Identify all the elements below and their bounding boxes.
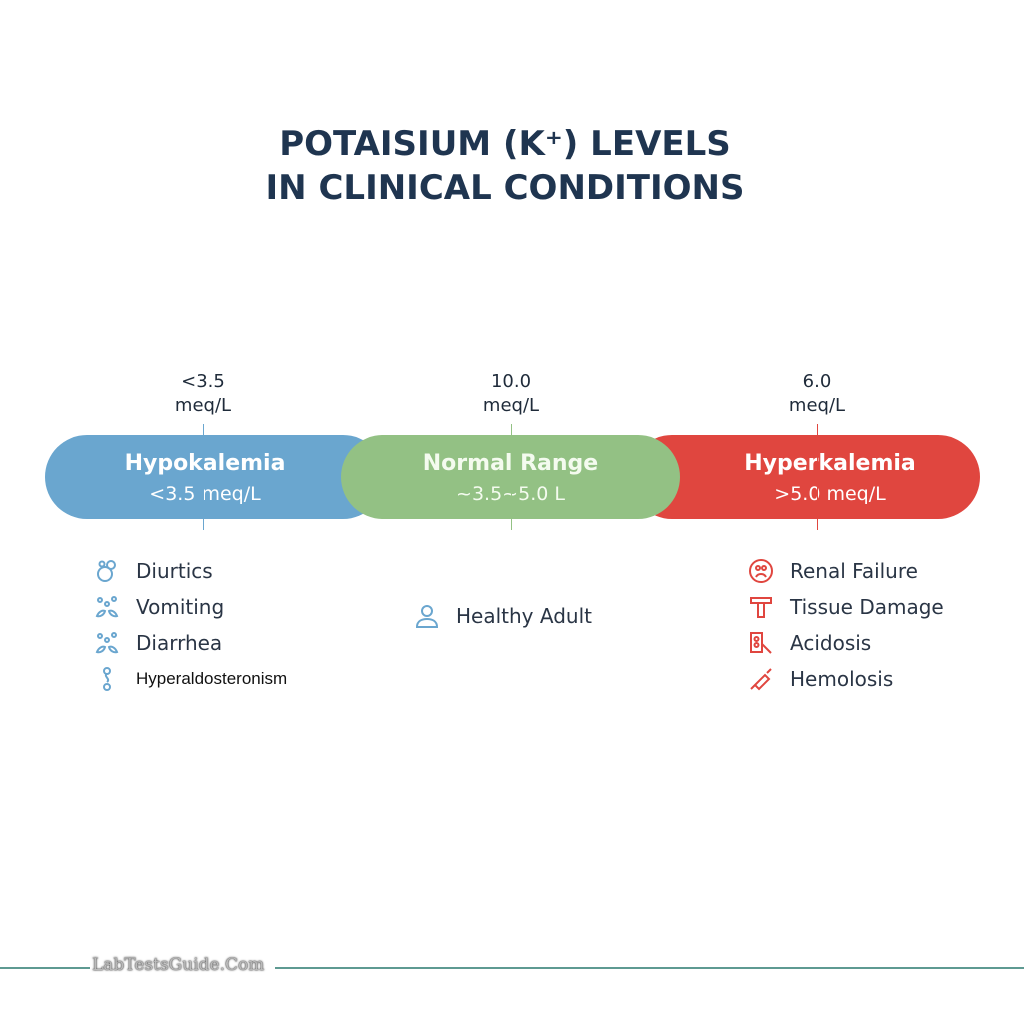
page-title: POTAISIUM (K⁺) LEVELS IN CLINICAL CONDIT… [0,122,1010,210]
list-item: Diarrhea [94,625,287,661]
tick-line-low [203,424,204,530]
tick-line-high [817,424,818,530]
normal-list: Healthy Adult [414,598,592,634]
kidney-face-icon [749,559,773,583]
segment-normal: Normal Range~3.5~5.0 L [341,435,680,519]
hypo-causes-list: Diurtics Vomiting Diarrhea Hyperaldoster… [94,553,287,697]
person-icon [415,605,439,628]
list-item: Acidosis [748,625,944,661]
footer-divider-right [275,967,1024,969]
list-item: Renal Failure [748,553,944,589]
title-line-2: IN CLINICAL CONDITIONS [265,168,745,208]
segment-hyperkalemia: Hyperkalemia>5.0 meq/L [630,435,980,519]
list-item: Healthy Adult [414,598,592,634]
title-line-1: POTAISIUM (K⁺) LEVELS [279,124,731,164]
list-item: Diurtics [94,553,287,589]
syringe-icon [750,668,772,691]
tissue-icon [750,597,772,618]
hyper-causes-list: Renal Failure Tissue Damage Acidosis Hem… [748,553,944,697]
list-item: Hemolosis [748,661,944,697]
tick-line-mid [511,424,512,530]
list-item: Hyperaldosteronism [94,661,287,697]
footer-watermark: LabTestsGuide.Com [92,955,265,975]
segment-hypokalemia: Hypokalemia<3.5 meq/L [45,435,385,519]
test-tube-icon [750,632,772,654]
gland-icon [103,667,111,691]
cells-icon [97,560,116,582]
list-item: Tissue Damage [748,589,944,625]
leaf-drops-icon [95,632,119,654]
leaf-drops-icon [95,596,119,618]
list-item: Vomiting [94,589,287,625]
footer-divider-left [0,967,90,969]
